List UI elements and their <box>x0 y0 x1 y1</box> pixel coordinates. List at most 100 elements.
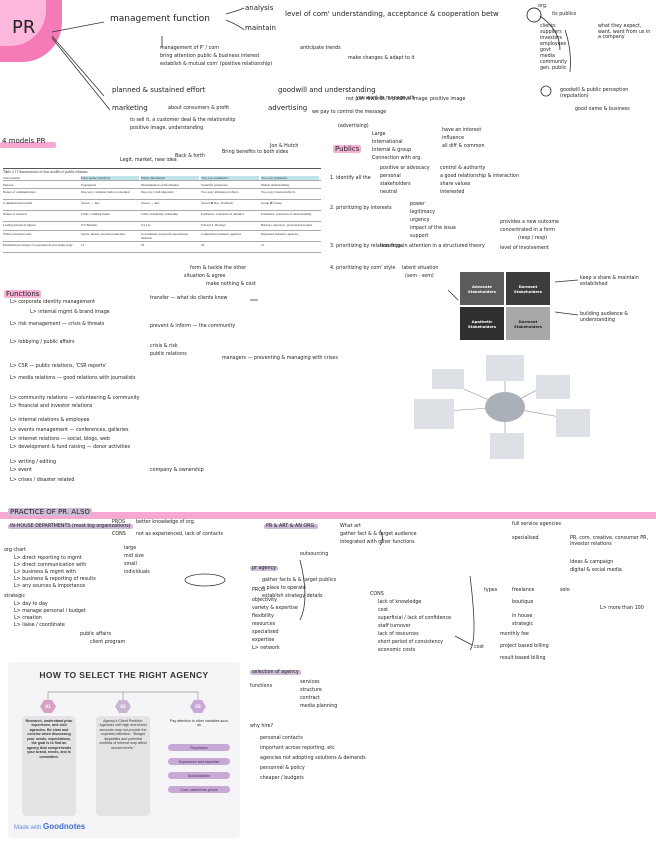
table-cell: 15 <box>81 243 139 247</box>
table-cell: Formative; evaluative of understanding <box>261 212 319 216</box>
table-cell: Sports, theatre, product promotion <box>81 232 139 236</box>
agency-line: gather facts & & target publics <box>262 578 336 584</box>
reputation-note: goodwill & public perception (reputation… <box>560 88 650 99</box>
identify-title: 1. identify all the <box>330 176 371 182</box>
org-chart-label: org chart <box>4 548 26 554</box>
table-cell: Government, non-profit associations, bus… <box>141 232 199 240</box>
table-cell: Press agentry/publicity <box>81 176 139 180</box>
analysis-branch: analysis <box>245 4 273 12</box>
goodwill-benefit: good name & business <box>575 107 630 113</box>
strategic-line: L> day to day <box>14 602 48 608</box>
type-item: specialised <box>512 536 539 542</box>
type-note: ideas & campaign <box>570 560 613 566</box>
table-row: Nature of communication One-way; complet… <box>3 190 321 200</box>
grid-note: building audience & understanding <box>580 312 654 323</box>
public-item: gen. public <box>540 66 567 72</box>
prioritizing-note: level of involvement <box>500 246 549 252</box>
models-label: 4 models PR <box>2 137 45 145</box>
identify-note: share values <box>440 182 470 188</box>
advertising-line: we pay to control the message <box>312 110 386 116</box>
advertising-sub: (advertising) <box>338 124 369 130</box>
strategic-line: L> liaise / coordinate <box>14 623 65 629</box>
function-line: L> event <box>10 468 32 474</box>
type-note: in house <box>512 614 532 620</box>
function-line: L> financial and investor relations <box>10 404 92 410</box>
marketing-label: marketing <box>112 104 148 112</box>
prioritizing-note: concentrated in a form <box>500 228 555 234</box>
planned-effort: planned & sustained effort <box>112 86 205 94</box>
prioritizing-item: impact of the issue <box>410 226 456 232</box>
strategic-label: strategic <box>4 594 25 600</box>
prioritizing-note: (resp / resp) <box>518 236 547 242</box>
functions-title: Functions <box>4 290 41 298</box>
org-chart-line: L> direct reporting to mgmt <box>14 556 82 562</box>
table-cell: Source → Rec. <box>141 201 199 205</box>
table-footnote: situation & agree <box>184 274 225 280</box>
marketing-line: about consumers & profit <box>168 106 229 112</box>
function-line: L> media relations — good relations with… <box>10 376 136 382</box>
type-item: full service agencies <box>512 522 561 528</box>
public-item: media <box>540 54 555 60</box>
section-divider <box>0 512 656 519</box>
table-row: Where practised today Sports, theatre, p… <box>3 232 321 242</box>
selection-item: structure <box>300 688 322 694</box>
outsourcing-label: outsourcing <box>300 552 328 558</box>
identify-note: control & authority <box>440 166 485 172</box>
anticipate-note: anticipate trends <box>300 46 341 52</box>
goodwill-note: goodwill and understanding <box>278 86 376 94</box>
table-cell: Public information <box>141 176 199 180</box>
prioritizing-item: power <box>410 202 425 208</box>
selection-item: services <box>300 680 320 686</box>
step-card: Pay attention to other variables such as <box>166 716 232 738</box>
function-line: L> corporate identity management <box>10 300 95 306</box>
table-cell: Bernays, educators, professional leaders <box>261 223 319 227</box>
type-note: digital & social media <box>570 568 622 574</box>
why-item: agencies not adopting solutions & demand… <box>260 756 366 762</box>
type-note: PR, com, creative, consumer PR, investor… <box>570 536 652 547</box>
function-line: L> crises / disaster related <box>10 478 74 484</box>
pros2-item: expertise <box>252 638 274 644</box>
pros-label: PROS <box>112 520 125 526</box>
function-line: L> internal relations & employee <box>10 418 89 424</box>
cons2-item: superficial / lack of confidence <box>378 616 451 622</box>
cons2-item: lack of resources <box>378 632 419 638</box>
publics-item: Internal & group <box>372 148 411 154</box>
publics-title: Publics <box>333 145 361 153</box>
org-chart-line: L> direct communication with <box>14 563 86 569</box>
selection-item: media planning <box>300 704 337 710</box>
type-note: strategic <box>512 622 533 628</box>
practice-title: PRACTICE OF PR. ALSO <box>8 508 92 516</box>
table-cell: Leading historical figures <box>3 223 81 227</box>
table-header: Characteristic Press agentry/publicity P… <box>3 176 321 181</box>
agency-question: PR & ART & AN ORG. <box>264 524 318 529</box>
pros2-item: resources <box>252 622 275 628</box>
table-cell: 20 <box>201 243 259 247</box>
pros2-item: flexibility <box>252 614 274 620</box>
table-row: Estimated percentage of organisations pr… <box>3 243 321 253</box>
org-size: mid size <box>124 554 144 560</box>
identify-item: neutral <box>380 190 397 196</box>
cons-label: CONS <box>112 532 126 538</box>
cons2-item: staff turnover <box>378 624 411 630</box>
variable-pill: Specialization <box>168 772 230 779</box>
function-side-note: prevent & inform — the community <box>150 324 235 330</box>
quadrant: Apathetic Stakeholders <box>460 307 504 340</box>
model-note: Jon & Hutch <box>270 144 298 150</box>
function-side-note: managers — preventing & managing with cr… <box>222 356 338 362</box>
advertising-label: advertising <box>268 104 307 112</box>
function-line: L> development & fund raising — donor ac… <box>10 445 130 451</box>
agency-line: a place to operate <box>262 586 306 592</box>
management-function: management function <box>110 14 210 24</box>
made-with-text: Made with <box>14 825 41 831</box>
publics-item: International <box>372 140 403 146</box>
org-size: small <box>124 562 137 568</box>
goodnotes-brand: Goodnotes <box>43 822 85 831</box>
why-label: why hire? <box>250 724 273 730</box>
table-cell: Little; 'counting house' <box>81 212 139 216</box>
public-item: govt <box>540 48 551 54</box>
pr-agency-label: pr agency <box>250 566 278 571</box>
table-cell: Where practised today <box>3 232 81 236</box>
prioritizing-item: support <box>410 234 428 240</box>
public-item: clients <box>540 24 556 30</box>
table-cell: Estimated percentage of organisations pr… <box>3 243 81 247</box>
